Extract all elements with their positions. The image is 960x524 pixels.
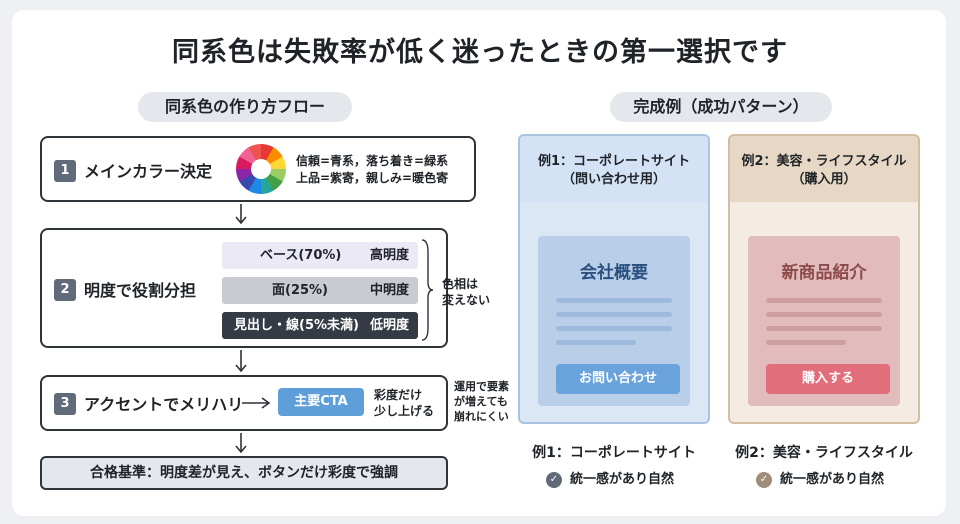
pass-criteria: 合格基準：明度差が見え、ボタンだけ彩度で強調 [40,456,448,490]
lightness-band-heading: 見出し・線(5%未満) 低明度 [222,312,418,339]
example-header-line1: 例1：コーポレートサイト [537,154,691,169]
example-header-line2: （購入用） [791,172,857,187]
check-circle-icon: ✓ [756,472,772,488]
example-header-line1: 例2：美容・ライフスタイル [741,154,907,169]
text-line [766,340,846,345]
band-name: 見出し・線(5%未満) [234,318,359,333]
examples-heading: 完成例（成功パターン） [610,92,832,122]
text-line [556,340,636,345]
page-title: 同系色は失敗率が低く迷ったときの第一選択です [172,37,788,68]
example-header [730,136,918,202]
example-lifestyle-mockup: 例2：美容・ライフスタイル （購入用） 新商品紹介 購入する [728,134,920,424]
lightness-band-base: ベース(70%) 高明度 [222,242,418,269]
text-line [766,298,882,303]
flow-heading: 同系色の作り方フロー [138,92,352,122]
step1-note-2: 上品=紫寄，親しみ=暖色寄 [296,171,449,185]
step1-box: 1 メインカラー決定 信頼=青系，落ち着き=緑系 上品=紫寄，親しみ=暖色寄 [40,136,476,202]
band-level: 低明度 [370,318,410,333]
example-header [520,136,708,202]
text-line [556,298,672,303]
operation-note-1: 運用で要素 [454,380,509,393]
example2-caption: 例2：美容・ライフスタイル [735,445,913,461]
example2-check-text: 統一感があり自然 [780,472,885,487]
step3-note-2: 少し上げる [374,404,435,418]
primary-cta-button[interactable]: 主要CTA [278,388,364,416]
brace-icon [421,239,434,341]
band-name: 面(25%) [272,283,328,298]
hue-note-2: 変えない [442,293,491,307]
step3-box: 3 アクセントでメリハリ 主要CTA 彩度だけ 少し上げる [40,375,448,431]
color-wheel-icon [236,144,286,194]
step3-label: アクセントでメリハリ [84,395,244,414]
arrow-down-icon [235,204,247,225]
lightness-band-surface: 面(25%) 中明度 [222,277,418,304]
arrow-right-icon [242,397,271,409]
purchase-button[interactable]: 購入する [766,364,890,394]
hue-note-1: 色相は [442,277,479,291]
mock-card: 会社概要 お問い合わせ [538,236,690,406]
step3-number: 3 [54,393,76,415]
text-line [766,326,882,331]
operation-note-3: 崩れにくい [454,410,509,423]
step1-label: メインカラー決定 [84,162,213,181]
arrow-down-icon [235,350,247,373]
band-name: ベース(70%) [260,248,342,263]
text-line [766,312,882,317]
example1-check-text: 統一感があり自然 [570,472,675,487]
step1-number: 1 [54,160,76,182]
text-line [556,326,672,331]
step2-box: 2 明度で役割分担 ベース(70%) 高明度 面(25%) 中明度 見出し・線(… [40,228,448,348]
contact-button[interactable]: お問い合わせ [556,364,680,394]
band-level: 中明度 [370,283,410,298]
example-header-line2: （問い合わせ用） [561,172,666,187]
operation-note-2: が増えても [454,395,508,408]
step2-number: 2 [54,279,76,301]
step3-note-1: 彩度だけ [374,388,423,402]
band-level: 高明度 [370,248,410,263]
mock-card-title: 会社概要 [580,263,648,283]
text-line [556,312,672,317]
example1-check: ✓ 統一感があり自然 [546,470,686,490]
arrow-down-icon [235,433,247,454]
example1-caption: 例1：コーポレートサイト [532,445,696,461]
step1-note-1: 信頼=青系，落ち着き=緑系 [296,154,449,168]
mock-card-title: 新商品紹介 [781,263,867,283]
check-circle-icon: ✓ [546,472,562,488]
step2-label: 明度で役割分担 [84,281,197,300]
example2-check: ✓ 統一感があり自然 [756,470,896,490]
example-corporate-mockup: 例1：コーポレートサイト （問い合わせ用） 会社概要 お問い合わせ [518,134,710,424]
mock-card: 新商品紹介 購入する [748,236,900,406]
